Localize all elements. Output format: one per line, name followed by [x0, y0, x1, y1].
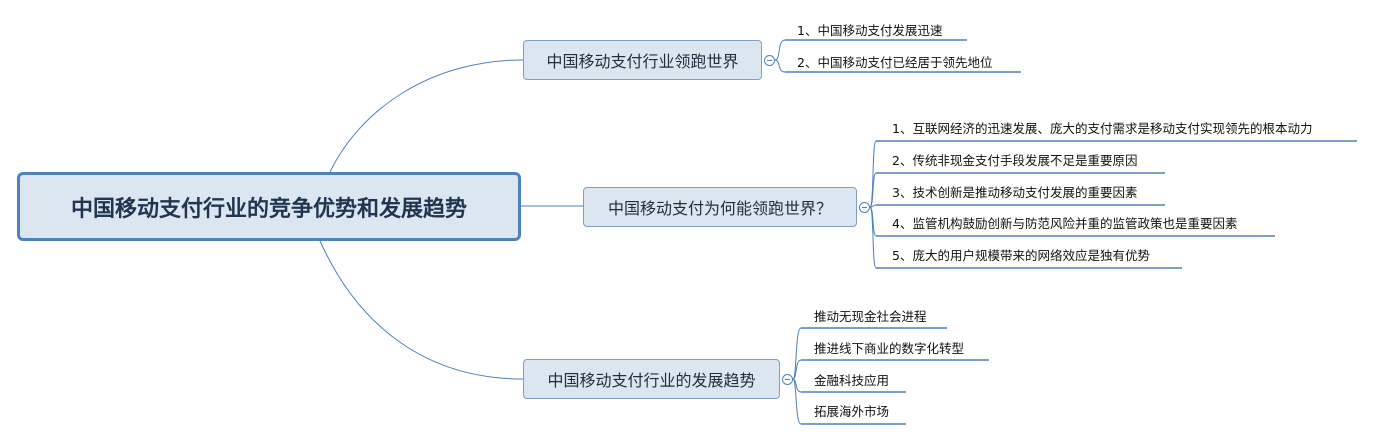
- subtopic-trend-1[interactable]: 推动无现金社会进程: [814, 309, 927, 324]
- central-topic[interactable]: 中国移动支付行业的竞争优势和发展趋势: [17, 172, 521, 241]
- child-connector: [774, 59, 786, 73]
- branch-topic-why-leading[interactable]: 中国移动支付为何能领跑世界？: [583, 187, 857, 227]
- subtopic-trend-2[interactable]: 推进线下商业的数字化转型: [814, 341, 965, 356]
- subtopic-why-4[interactable]: 4、监管机构鼓励创新与防范风险并重的监管政策也是重要因素: [892, 216, 1238, 231]
- child-connector: [792, 359, 802, 380]
- child-connector: [869, 206, 877, 269]
- branch-topic-development-trend[interactable]: 中国移动支付行业的发展趋势: [523, 359, 780, 399]
- subtopic-trend-3[interactable]: 金融科技应用: [814, 373, 890, 388]
- child-connector: [869, 172, 877, 208]
- child-connector: [792, 327, 802, 380]
- child-connector: [869, 204, 877, 208]
- collapse-toggle-icon[interactable]: [859, 202, 870, 213]
- root-branch-connector: [329, 59, 524, 173]
- subtopic-leading-2[interactable]: 2、中国移动支付已经居于领先地位: [797, 55, 993, 70]
- root-branch-connector: [319, 240, 524, 380]
- collapse-toggle-icon[interactable]: [782, 374, 793, 385]
- collapse-toggle-icon[interactable]: [764, 55, 775, 66]
- branch-topic-leading-world[interactable]: 中国移动支付行业领跑世界: [523, 40, 762, 80]
- subtopic-why-1[interactable]: 1、互联网经济的迅速发展、庞大的支付需求是移动支付实现领先的根本动力: [892, 121, 1313, 136]
- subtopic-why-3[interactable]: 3、技术创新是推动移动支付发展的重要因素: [892, 185, 1138, 200]
- subtopic-trend-4[interactable]: 拓展海外市场: [814, 404, 890, 419]
- child-connector: [792, 378, 802, 425]
- subtopic-why-2[interactable]: 2、传统非现金支付手段发展不足是重要原因: [892, 153, 1138, 168]
- child-connector: [774, 39, 786, 61]
- subtopic-leading-1[interactable]: 1、中国移动支付发展迅速: [797, 23, 943, 38]
- subtopic-why-5[interactable]: 5、庞大的用户规模带来的网络效应是独有优势: [892, 248, 1150, 263]
